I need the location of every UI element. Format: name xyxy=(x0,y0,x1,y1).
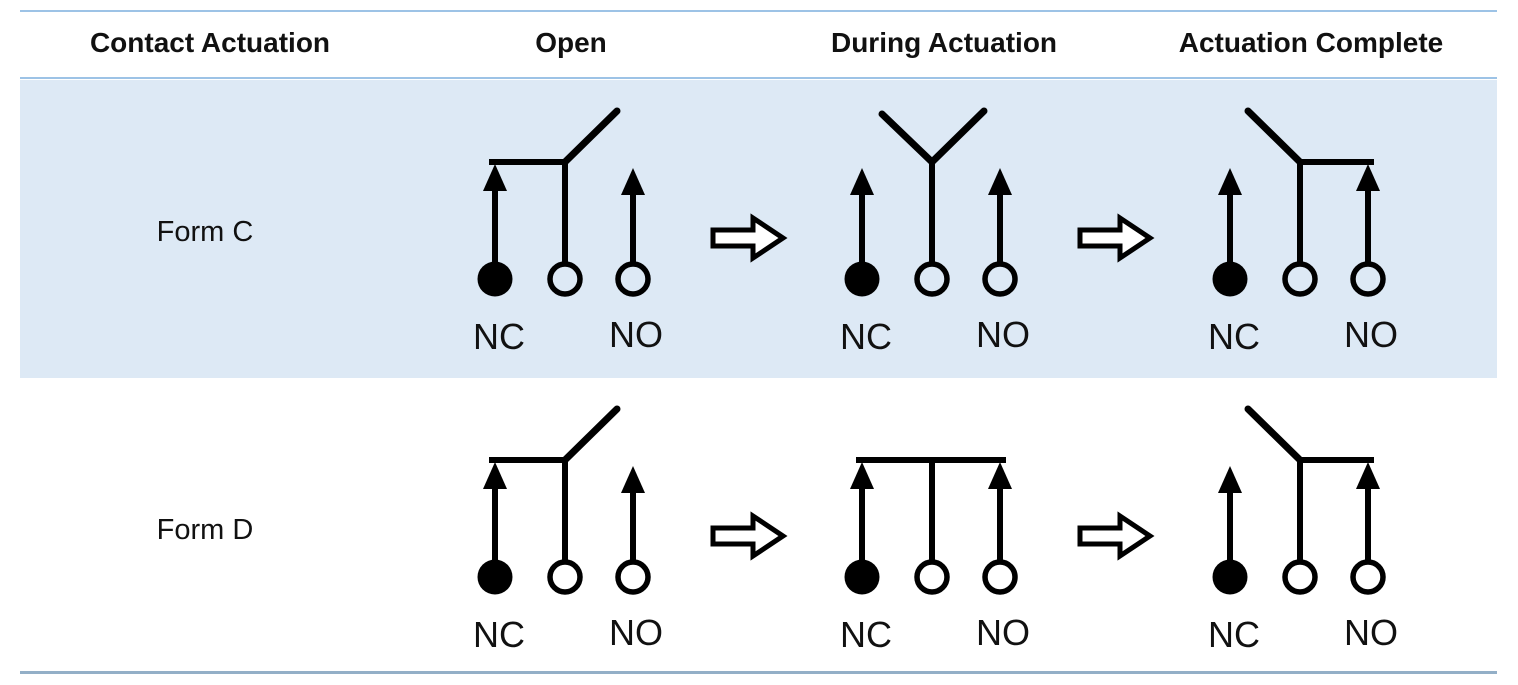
transition-arrow-icon xyxy=(1077,213,1155,263)
nc-filled-terminal-icon xyxy=(1212,261,1248,297)
nc-filled-terminal-icon xyxy=(844,559,880,595)
header-during-actuation: During Actuation xyxy=(830,27,1058,58)
nc-label: NC xyxy=(473,614,525,655)
no-up-arrow-icon xyxy=(1356,462,1380,489)
no-up-arrow-icon xyxy=(621,168,645,195)
nc-label: NC xyxy=(840,614,892,655)
nc-label: NC xyxy=(473,316,525,357)
diagram-form-c-during-blade-between: NC NO xyxy=(840,107,1030,357)
common-open-terminal-icon xyxy=(1282,261,1318,297)
diagram-form-d-complete-blade-on-no: NC NO xyxy=(1208,405,1398,655)
common-open-terminal-icon xyxy=(1282,559,1318,595)
common-open-terminal-icon xyxy=(914,559,950,595)
blade-diagonal xyxy=(1244,107,1304,166)
nc-label: NC xyxy=(840,316,892,357)
transition-arrow-icon xyxy=(1077,511,1155,561)
no-up-arrow-icon xyxy=(988,462,1012,489)
top-divider xyxy=(20,10,1497,12)
common-open-terminal-icon xyxy=(547,261,583,297)
no-label: NO xyxy=(1344,612,1398,653)
no-label: NO xyxy=(609,314,663,355)
no-open-terminal-icon xyxy=(982,261,1018,297)
nc-up-arrow-icon xyxy=(850,168,874,195)
diagram-form-c-open-blade-on-nc: NC NO xyxy=(473,107,663,357)
no-up-arrow-icon xyxy=(988,168,1012,195)
table-row-form-c: Form C NC NO xyxy=(20,80,1497,378)
header-actuation-complete: Actuation Complete xyxy=(1178,27,1444,58)
no-open-terminal-icon xyxy=(615,559,651,595)
diagram-form-c-complete-blade-on-no: NC NO xyxy=(1208,107,1398,357)
no-label: NO xyxy=(976,612,1030,653)
nc-up-arrow-icon xyxy=(1218,168,1242,195)
blade-diagonal xyxy=(561,405,621,464)
transition-arrow-icon xyxy=(710,511,788,561)
row-label-form-d: Form D xyxy=(156,514,254,546)
blade-diagonal-left xyxy=(878,110,936,166)
no-open-terminal-icon xyxy=(615,261,651,297)
nc-filled-terminal-icon xyxy=(844,261,880,297)
no-open-terminal-icon xyxy=(1350,261,1386,297)
nc-up-arrow-icon xyxy=(850,462,874,489)
blade-diagonal-right xyxy=(928,107,988,166)
header-open: Open xyxy=(535,27,607,58)
no-open-terminal-icon xyxy=(982,559,1018,595)
nc-filled-terminal-icon xyxy=(477,559,513,595)
blade-diagonal xyxy=(561,107,621,166)
no-label: NO xyxy=(976,314,1030,355)
no-up-arrow-icon xyxy=(621,466,645,493)
bottom-divider xyxy=(20,671,1497,674)
transition-arrow-icon xyxy=(710,213,788,263)
nc-label: NC xyxy=(1208,316,1260,357)
no-up-arrow-icon xyxy=(1356,164,1380,191)
header-contact-actuation: Contact Actuation xyxy=(89,27,331,58)
nc-filled-terminal-icon xyxy=(1212,559,1248,595)
nc-up-arrow-icon xyxy=(1218,466,1242,493)
common-open-terminal-icon xyxy=(914,261,950,297)
table-row-form-d: Form D NC NO xyxy=(20,378,1497,671)
no-label: NO xyxy=(609,612,663,653)
diagram-form-d-open-blade-on-nc: NC NO xyxy=(473,405,663,655)
no-label: NO xyxy=(1344,314,1398,355)
row-label-form-c: Form C xyxy=(156,216,254,248)
nc-up-arrow-icon xyxy=(483,164,507,191)
nc-filled-terminal-icon xyxy=(477,261,513,297)
diagram-form-d-during-blade-on-both: NC NO xyxy=(840,457,1030,655)
blade-diagonal xyxy=(1244,405,1304,464)
nc-up-arrow-icon xyxy=(483,462,507,489)
common-open-terminal-icon xyxy=(547,559,583,595)
no-open-terminal-icon xyxy=(1350,559,1386,595)
nc-label: NC xyxy=(1208,614,1260,655)
header-divider xyxy=(20,77,1497,79)
